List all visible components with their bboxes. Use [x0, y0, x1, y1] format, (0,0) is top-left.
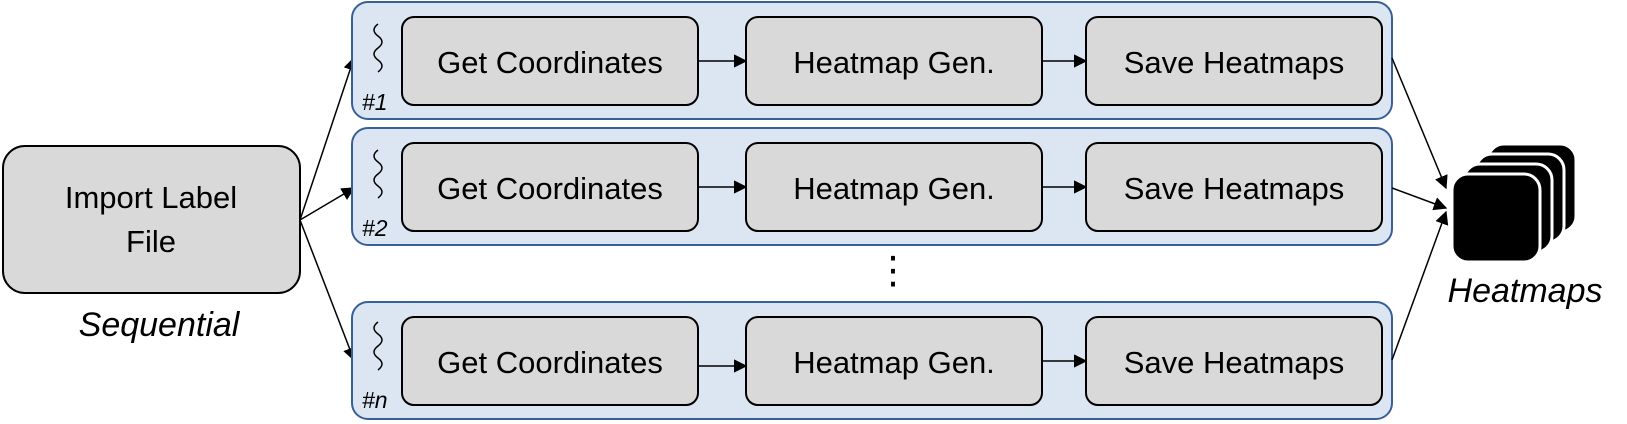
stacked-heatmaps-icon	[1450, 142, 1578, 264]
sequential-caption: Sequential	[79, 306, 241, 344]
heatmap-gen-label: Heatmap Gen.	[793, 345, 995, 380]
get-coordinates-label: Get Coordinates	[437, 345, 663, 380]
arrow-lane-n-to-heatmaps	[1391, 210, 1449, 361]
thread-squiggle-icon	[373, 23, 383, 73]
arrow-lane-1-to-heatmaps	[1391, 57, 1448, 190]
thread-squiggle-icon	[373, 321, 383, 371]
save-heatmaps-label: Save Heatmaps	[1124, 171, 1345, 206]
save-heatmaps-box	[1085, 142, 1383, 232]
heatmaps-caption: Heatmaps	[1448, 272, 1603, 310]
save-heatmaps-label: Save Heatmaps	[1124, 45, 1345, 80]
save-heatmaps-box	[1085, 16, 1383, 106]
lane-2: #2 Get Coordinates Heatmap Gen. Save Hea…	[351, 127, 1393, 246]
more-lanes-ellipsis: ⋮	[874, 248, 912, 292]
arrow-to-lane-1	[299, 56, 357, 221]
arrow-to-lane-n	[299, 219, 356, 362]
heatmap-gen-label: Heatmap Gen.	[793, 45, 995, 80]
get-coordinates-box	[401, 316, 699, 406]
thread-id-2: #2	[362, 215, 388, 241]
lane-1: #1 Get Coordinates Heatmap Gen. Save Hea…	[351, 1, 1393, 120]
thread-id-n: #n	[362, 387, 388, 413]
save-heatmaps-box	[1085, 316, 1383, 406]
lane-n: #n Get Coordinates Heatmap Gen. Save Hea…	[351, 301, 1393, 420]
import-label-file-box: Import Label File	[2, 145, 301, 294]
thread-id-1: #1	[362, 89, 388, 115]
thread-squiggle-icon	[373, 149, 383, 199]
arrow-lane-2-to-heatmaps	[1391, 187, 1448, 211]
get-coordinates-label: Get Coordinates	[437, 171, 663, 206]
import-label-file-line2: File	[126, 224, 176, 259]
import-label-file-line1: Import Label	[65, 180, 237, 215]
arrow-to-lane-2	[299, 187, 356, 221]
heatmap-gen-label: Heatmap Gen.	[793, 171, 995, 206]
save-heatmaps-label: Save Heatmaps	[1124, 345, 1345, 380]
get-coordinates-label: Get Coordinates	[437, 45, 663, 80]
